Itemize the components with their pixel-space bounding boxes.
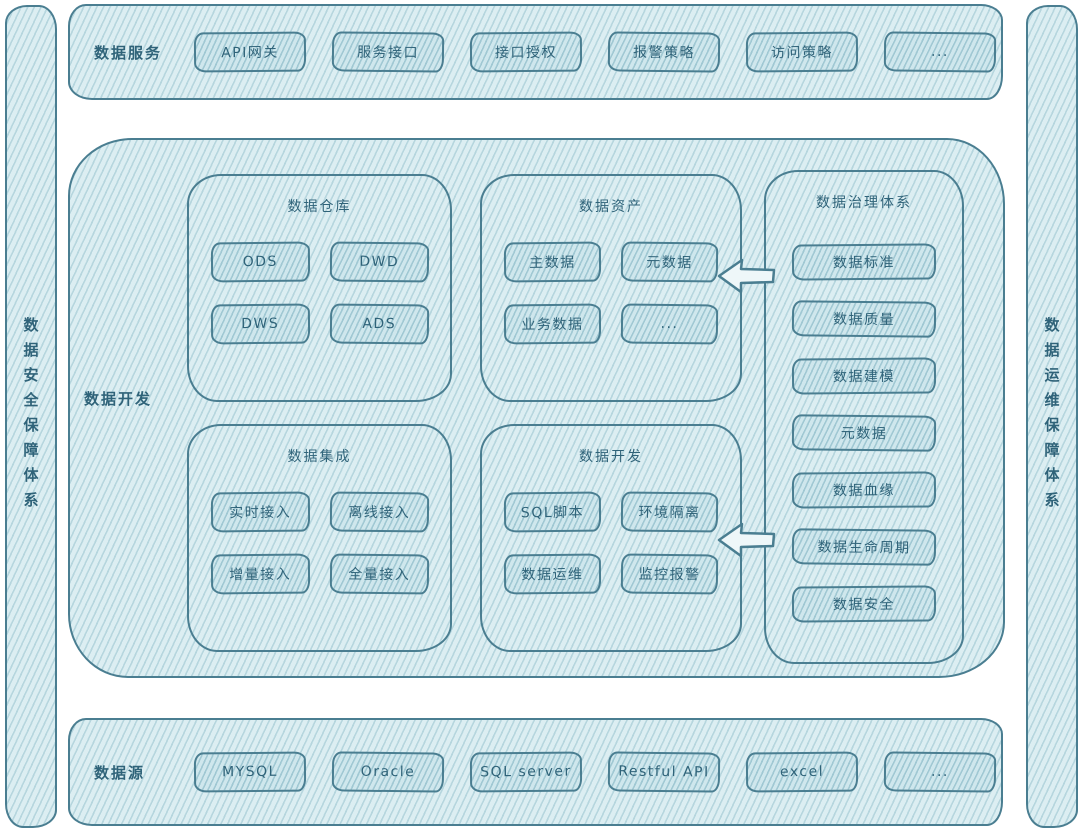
data-sources-chips: MYSQL Oracle SQL server Restful API exce…	[193, 751, 997, 793]
warehouse-node-ads: ADS	[329, 303, 429, 345]
service-node-alert-policy: 报警策略	[607, 31, 721, 73]
integration-node-full: 全量接入	[329, 553, 429, 595]
source-node-oracle: Oracle	[331, 751, 445, 793]
warehouse-group: 数据仓库 ODS DWD DWS ADS	[187, 174, 452, 402]
integration-node-realtime: 实时接入	[210, 491, 310, 533]
data-development-container: 数据开发 数据仓库 ODS DWD DWS ADS 数据资产 主数据 元数据 业…	[68, 138, 1005, 678]
arrow-left-icon	[716, 256, 776, 296]
source-node-sqlserver: SQL server	[469, 751, 583, 793]
governance-node-security: 数据安全	[791, 585, 937, 623]
development-node-monitor-alert: 监控报警	[620, 553, 719, 595]
warehouse-grid: ODS DWD DWS ADS	[189, 216, 450, 345]
governance-list: 数据标准 数据质量 数据建模 元数据 数据血缘 数据生命周期 数据安全	[766, 212, 962, 623]
warehouse-node-dwd: DWD	[329, 241, 429, 283]
governance-node-standards: 数据标准	[791, 243, 937, 281]
assets-grid: 主数据 元数据 业务数据 ...	[482, 216, 740, 345]
service-node-service-interface: 服务接口	[331, 31, 445, 73]
governance-node-modeling: 数据建模	[791, 357, 937, 395]
assets-node-meta-data: 元数据	[620, 241, 719, 283]
source-node-more: ...	[883, 751, 997, 793]
warehouse-group-title: 数据仓库	[287, 199, 352, 215]
data-services-bar: 数据服务 API网关 服务接口 接口授权 报警策略 访问策略 ...	[68, 4, 1003, 100]
assets-node-business-data: 业务数据	[503, 303, 602, 345]
service-node-more: ...	[883, 31, 997, 73]
data-ops-pillar: 数据运维保障体系	[1026, 5, 1078, 828]
data-ops-pillar-label: 数据运维保障体系	[1042, 316, 1061, 517]
warehouse-node-ods: ODS	[210, 241, 310, 283]
arrow-left-icon	[716, 520, 776, 560]
data-security-pillar-label: 数据安全保障体系	[21, 316, 40, 517]
assets-group-title: 数据资产	[579, 199, 643, 215]
governance-group-title: 数据治理体系	[816, 195, 912, 211]
data-sources-bar: 数据源 MYSQL Oracle SQL server Restful API …	[68, 718, 1003, 826]
assets-node-master-data: 主数据	[503, 241, 602, 283]
assets-group: 数据资产 主数据 元数据 业务数据 ...	[480, 174, 742, 402]
development-grid: SQL脚本 环境隔离 数据运维 监控报警	[482, 466, 740, 595]
data-development-label: 数据开发	[84, 390, 153, 408]
source-node-excel: excel	[745, 751, 859, 793]
development-node-sql-script: SQL脚本	[503, 491, 602, 533]
integration-node-incremental: 增量接入	[210, 553, 310, 595]
integration-grid: 实时接入 离线接入 增量接入 全量接入	[189, 466, 450, 595]
development-node-env-isolation: 环境隔离	[620, 491, 719, 533]
governance-node-quality: 数据质量	[791, 300, 937, 338]
integration-group: 数据集成 实时接入 离线接入 增量接入 全量接入	[187, 424, 452, 652]
assets-node-more: ...	[620, 303, 719, 345]
development-group: 数据开发 SQL脚本 环境隔离 数据运维 监控报警	[480, 424, 742, 652]
data-services-label: 数据服务	[94, 43, 163, 62]
service-node-interface-auth: 接口授权	[469, 31, 583, 73]
governance-node-lifecycle: 数据生命周期	[791, 528, 937, 566]
source-node-restful-api: Restful API	[607, 751, 721, 793]
data-security-pillar: 数据安全保障体系	[5, 5, 57, 828]
service-node-access-policy: 访问策略	[745, 31, 859, 73]
integration-group-title: 数据集成	[287, 449, 352, 465]
service-node-api-gateway: API网关	[193, 31, 307, 73]
data-services-chips: API网关 服务接口 接口授权 报警策略 访问策略 ...	[193, 31, 997, 73]
development-node-data-ops: 数据运维	[503, 553, 602, 595]
source-node-mysql: MYSQL	[193, 751, 307, 793]
governance-group: 数据治理体系 数据标准 数据质量 数据建模 元数据 数据血缘 数据生命周期 数据…	[764, 170, 964, 664]
governance-node-metadata: 元数据	[791, 414, 937, 452]
warehouse-node-dws: DWS	[210, 303, 310, 345]
data-sources-label: 数据源	[94, 763, 146, 782]
integration-node-offline: 离线接入	[329, 491, 429, 533]
development-group-title: 数据开发	[579, 449, 643, 465]
governance-node-lineage: 数据血缘	[791, 471, 937, 509]
